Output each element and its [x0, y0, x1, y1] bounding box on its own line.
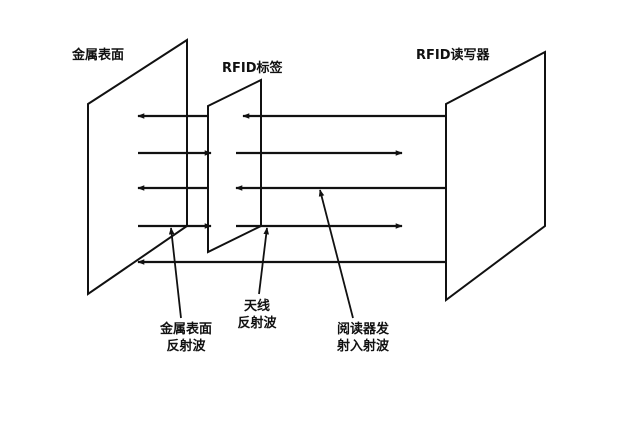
label-metal-surface: 金属表面: [71, 47, 124, 63]
label-metal-reflection-line1: 金属表面: [159, 321, 212, 337]
label-rfid-tag: RFID标签: [222, 60, 284, 76]
pointer-reader-emission: [318, 189, 354, 319]
pointer-metal-reflection: [168, 227, 182, 319]
pointer-antenna-reflection: [258, 227, 270, 295]
label-reader-emission-line2: 射入射波: [336, 338, 390, 354]
label-antenna-reflection-line2: 反射波: [237, 315, 277, 331]
metal-surface-plane: [87, 38, 188, 296]
rfid-reader-plane: [445, 50, 546, 302]
label-metal-reflection-line2: 反射波: [166, 338, 206, 354]
label-reader-emission-line1: 阅读器发: [337, 321, 390, 337]
label-rfid-reader: RFID读写器: [416, 47, 491, 63]
label-antenna-reflection-line1: 天线: [244, 298, 270, 314]
